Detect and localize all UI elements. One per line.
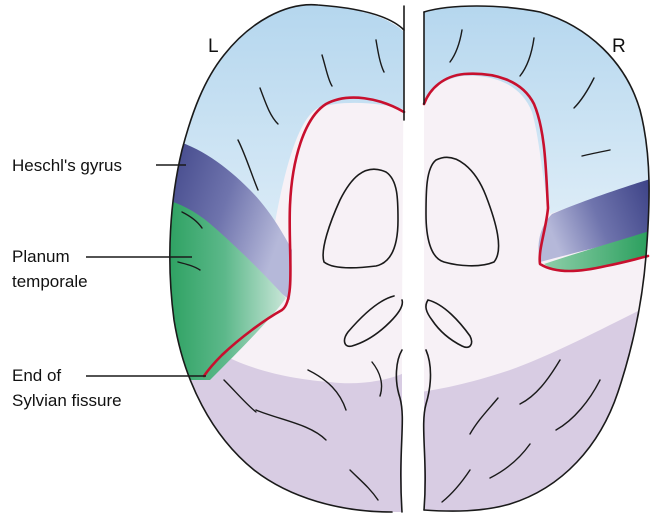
sylvian-fissure-label-line2: Sylvian fissure <box>12 391 122 410</box>
planum-temporale-label-line1: Planum <box>12 247 70 266</box>
right-hemisphere-label: R <box>612 36 626 57</box>
right-hemisphere <box>420 0 653 518</box>
left-hemisphere-label: L <box>208 36 219 57</box>
sylvian-fissure-label-line1: End of <box>12 366 61 385</box>
left-hemisphere <box>150 0 410 518</box>
planum-temporale-label-line2: temporale <box>12 272 88 291</box>
heschls-gyrus-label: Heschl's gyrus <box>12 156 122 175</box>
